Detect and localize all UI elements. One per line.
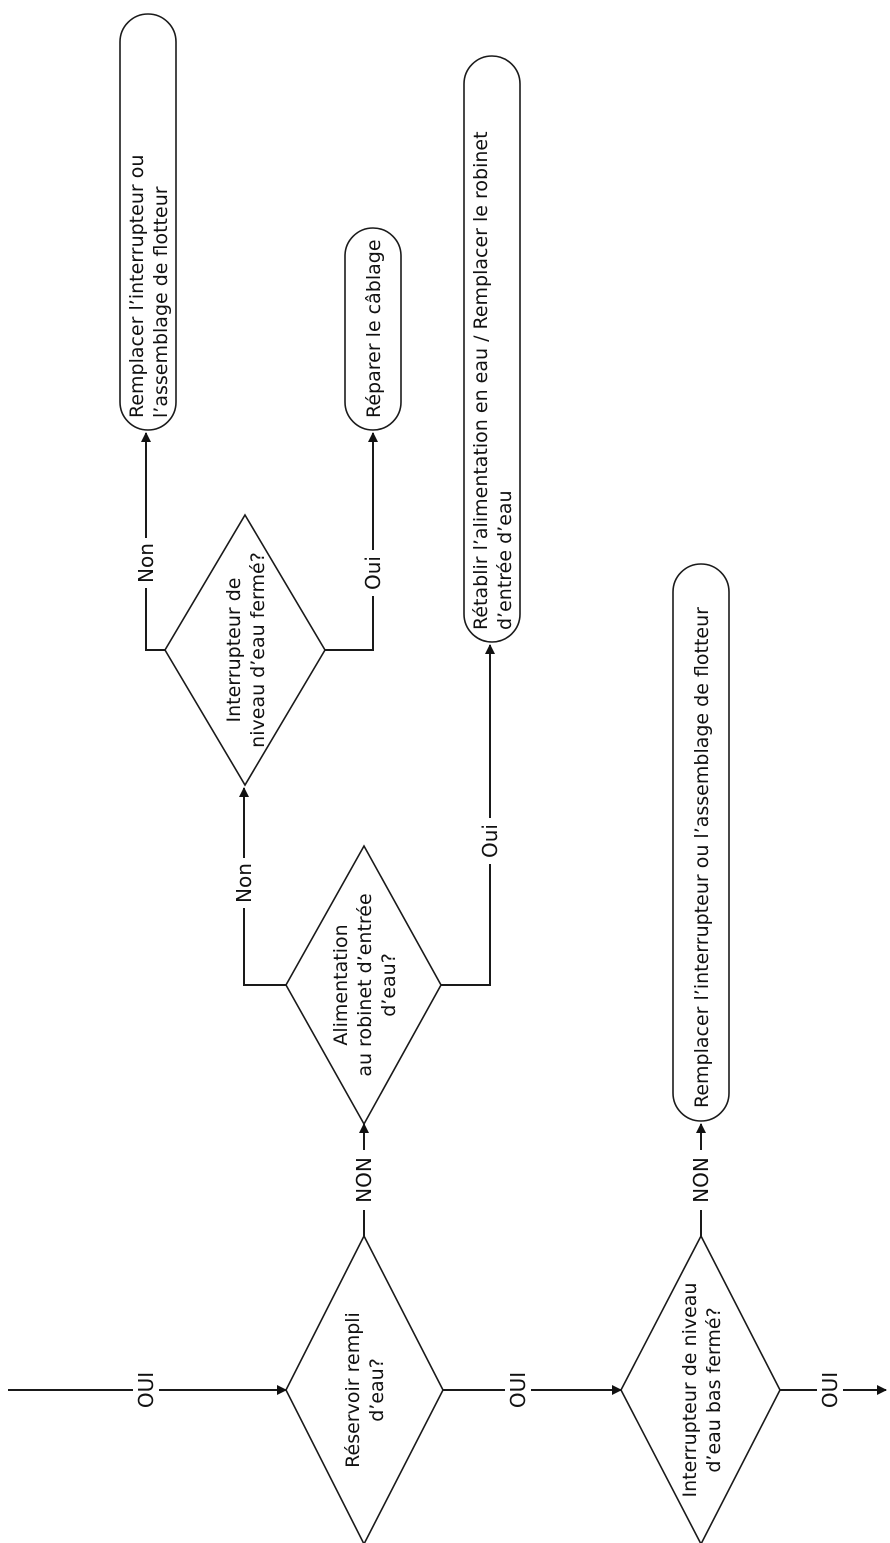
edge-label-d3-oui: Oui	[361, 556, 385, 590]
terminal-t2-shape	[344, 227, 402, 431]
d1-line: Réservoir rempli	[342, 1312, 364, 1468]
edge-label-d2-non: Non	[232, 863, 256, 903]
decision-d2-shape	[285, 844, 442, 1126]
d2-line: Alimentation	[330, 924, 352, 1045]
decision-d4-shape	[620, 1234, 781, 1543]
d1-line: d’eau?	[366, 1358, 388, 1422]
d3-line: Interrupteur de	[223, 578, 245, 723]
terminal-t2-label: Réparer le câblage	[363, 239, 385, 418]
edge-labels: OUI OUI OUI NON NON Non Oui Non Oui	[133, 538, 843, 1414]
d4-line: d’eau bas fermé?	[703, 1307, 725, 1472]
terminal-t4-label: Remplacer l’interrupteur ou l’assemblage…	[691, 607, 713, 1108]
t3-line: Rétablir l’alimentation en eau / Remplac…	[470, 131, 492, 630]
t3-line: d’entrée d’eau	[494, 490, 516, 630]
edge-d2-d3	[239, 787, 286, 986]
decision-d1-shape	[285, 1234, 444, 1543]
t1-line: l’assemblage de flotteur	[150, 186, 172, 418]
edge-label-d4-non: NON	[689, 1157, 713, 1203]
d2-line: au robinet d’entrée	[354, 893, 376, 1076]
edge-label-d3-non: Non	[134, 543, 158, 583]
d2-line: d’eau?	[378, 953, 400, 1017]
d3-line: niveau d’eau fermé?	[247, 552, 269, 748]
terminal-t4-shape	[672, 563, 730, 1122]
edge-label-d4-oui: OUI	[818, 1372, 842, 1408]
edge-label-d1-oui: OUI	[506, 1372, 530, 1408]
t4-line: Remplacer l’interrupteur ou l’assemblage…	[691, 607, 713, 1108]
edge-label-oui-in: OUI	[134, 1372, 158, 1408]
decision-d3-shape	[164, 513, 326, 787]
edge-label-d1-non: NON	[352, 1157, 376, 1203]
edge-d2-t3	[441, 644, 495, 986]
terminal-t3-shape	[463, 55, 521, 643]
edge-d3-t2	[325, 432, 378, 651]
shapes	[119, 13, 781, 1543]
terminal-t1-shape	[119, 13, 177, 431]
terminal-t3-label: Rétablir l’alimentation en eau / Remplac…	[470, 131, 516, 630]
edge-d3-t1	[141, 432, 165, 651]
t1-line: Remplacer l’interrupteur ou	[126, 155, 148, 418]
edge-label-d2-oui: Oui	[478, 824, 502, 858]
t2-line: Réparer le câblage	[363, 239, 385, 418]
d4-line: Interrupteur de niveau	[679, 1283, 701, 1498]
